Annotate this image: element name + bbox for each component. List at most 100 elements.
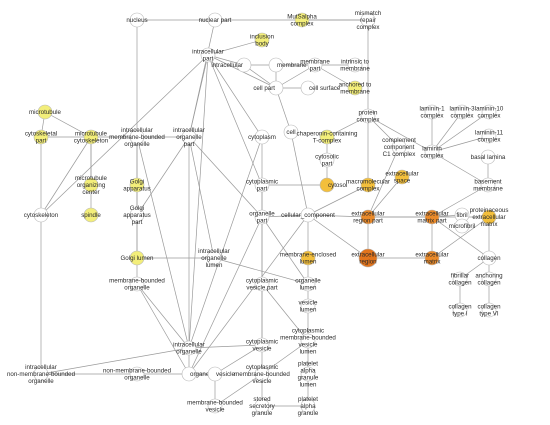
- edge-intracellular-organelle-lumen-to-organelle-lumen: [213, 257, 309, 285]
- node-marker-extracellular-space: [394, 169, 410, 185]
- edge-intracellular-non-membrane-bounded-organelle-to-intracellular-organelle: [40, 347, 190, 375]
- edge-intracellular-organelle-to-cytoplasmic-vesicle: [188, 344, 263, 349]
- node-marker-spindle: [83, 207, 99, 223]
- node-marker-cell-surface: [300, 80, 316, 96]
- node-marker-proteinaceous-extracellular-matrix: [481, 209, 497, 225]
- node-marker-non-membrane-bounded-organelle: [129, 366, 145, 382]
- edge-laminin-10-complex-to-laminin-complex: [431, 111, 490, 153]
- edge-intracellular-part-to-cytoplasmic-part: [207, 54, 263, 186]
- node-label-microfibril: microfibril: [449, 223, 475, 230]
- edge-organelle-part-to-cellular-component: [261, 214, 309, 218]
- edge-chaperonin-containing-t-complex-to-protein-complex: [326, 115, 369, 138]
- node-membrane: membrane: [268, 57, 307, 73]
- node-microfibril: microfibril: [449, 218, 475, 234]
- node-marker-organelle: [181, 366, 197, 382]
- node-marker-basement-membrane: [480, 177, 496, 193]
- node-marker-vesicle: [207, 366, 223, 382]
- node-marker-golgi-apparatus-part: [129, 207, 145, 223]
- node-marker-chaperonin-containing-t-complex: [319, 129, 335, 145]
- node-cytoskeleton: cytoskeleton: [24, 207, 59, 223]
- node-fibril: fibril: [454, 207, 470, 223]
- edge-laminin-3-complex-to-laminin-complex: [431, 111, 463, 153]
- node-marker-intracellular: [236, 57, 252, 73]
- node-marker-microtubule: [37, 104, 53, 120]
- node-marker-cytoskeleton: [33, 207, 49, 223]
- node-cell-surface: cell surface: [300, 80, 341, 96]
- edge-layer: [40, 19, 490, 407]
- node-marker-cell: [283, 124, 299, 140]
- node-marker-intracellular-part: [200, 47, 216, 63]
- edge-cytoplasmic-membrane-bounded-vesicle-to-membrane-bounded-vesicle: [214, 373, 263, 407]
- node-marker-macromolecular-complex: [360, 177, 376, 193]
- edge-laminin-complex-to-basement-membrane: [431, 151, 489, 186]
- edge-intracellular-membrane-bounded-organelle-to-intracellular-organelle: [136, 136, 190, 349]
- edge-complement-component-c1-complex-to-extracellular-region-part: [367, 146, 400, 218]
- node-marker-intrinsic-to-membrane: [347, 57, 363, 73]
- node-marker-cytoplasmic-membrane-bounded-vesicle: [254, 366, 270, 382]
- node-marker-intracellular-organelle-lumen: [206, 250, 222, 266]
- node-label-intracellular: intracellular: [211, 62, 243, 69]
- node-label-organelle: organelle: [190, 371, 216, 378]
- node-marker-platelet-alpha-granule: [300, 398, 316, 414]
- node-label-cell-part: cell part: [253, 85, 275, 92]
- edge-macromolecular-complex-to-cellular-component: [307, 184, 369, 216]
- node-marker-stored-secretory-granule: [254, 398, 270, 414]
- node-marker-anchoring-collagen: [481, 271, 497, 287]
- edge-membrane-part-to-cell-part: [275, 64, 316, 89]
- node-marker-mismatch-repair-complex: [360, 12, 376, 28]
- node-marker-cytoplasmic-part: [254, 177, 270, 193]
- edge-cell-part-to-cell: [275, 87, 292, 133]
- edge-intracellular-part-to-intracellular-organelle-part: [188, 54, 209, 138]
- node-marker-extracellular-region-part: [360, 209, 376, 225]
- edge-cytoplasm-to-intracellular-organelle: [188, 136, 263, 349]
- node-marker-nucleus: [129, 12, 145, 28]
- node-marker-organelle-part: [254, 209, 270, 225]
- node-marker-inclusion-body: [254, 32, 270, 48]
- edge-extracellular-space-to-extracellular-region-part: [367, 176, 403, 218]
